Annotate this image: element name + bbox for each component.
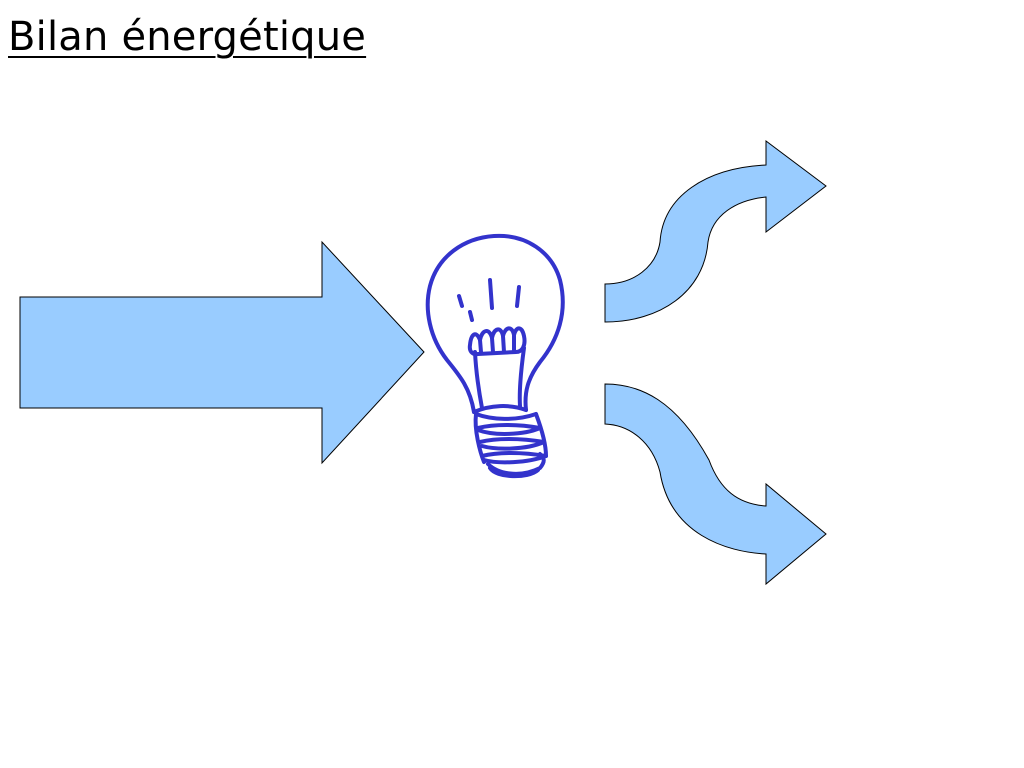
input-energy-arrow — [19, 240, 425, 465]
output-energy-arrow-upper — [604, 140, 827, 323]
output-energy-arrow-lower — [604, 383, 827, 586]
slide-title: Bilan énergétique — [8, 14, 367, 60]
light-bulb-icon — [425, 233, 565, 479]
